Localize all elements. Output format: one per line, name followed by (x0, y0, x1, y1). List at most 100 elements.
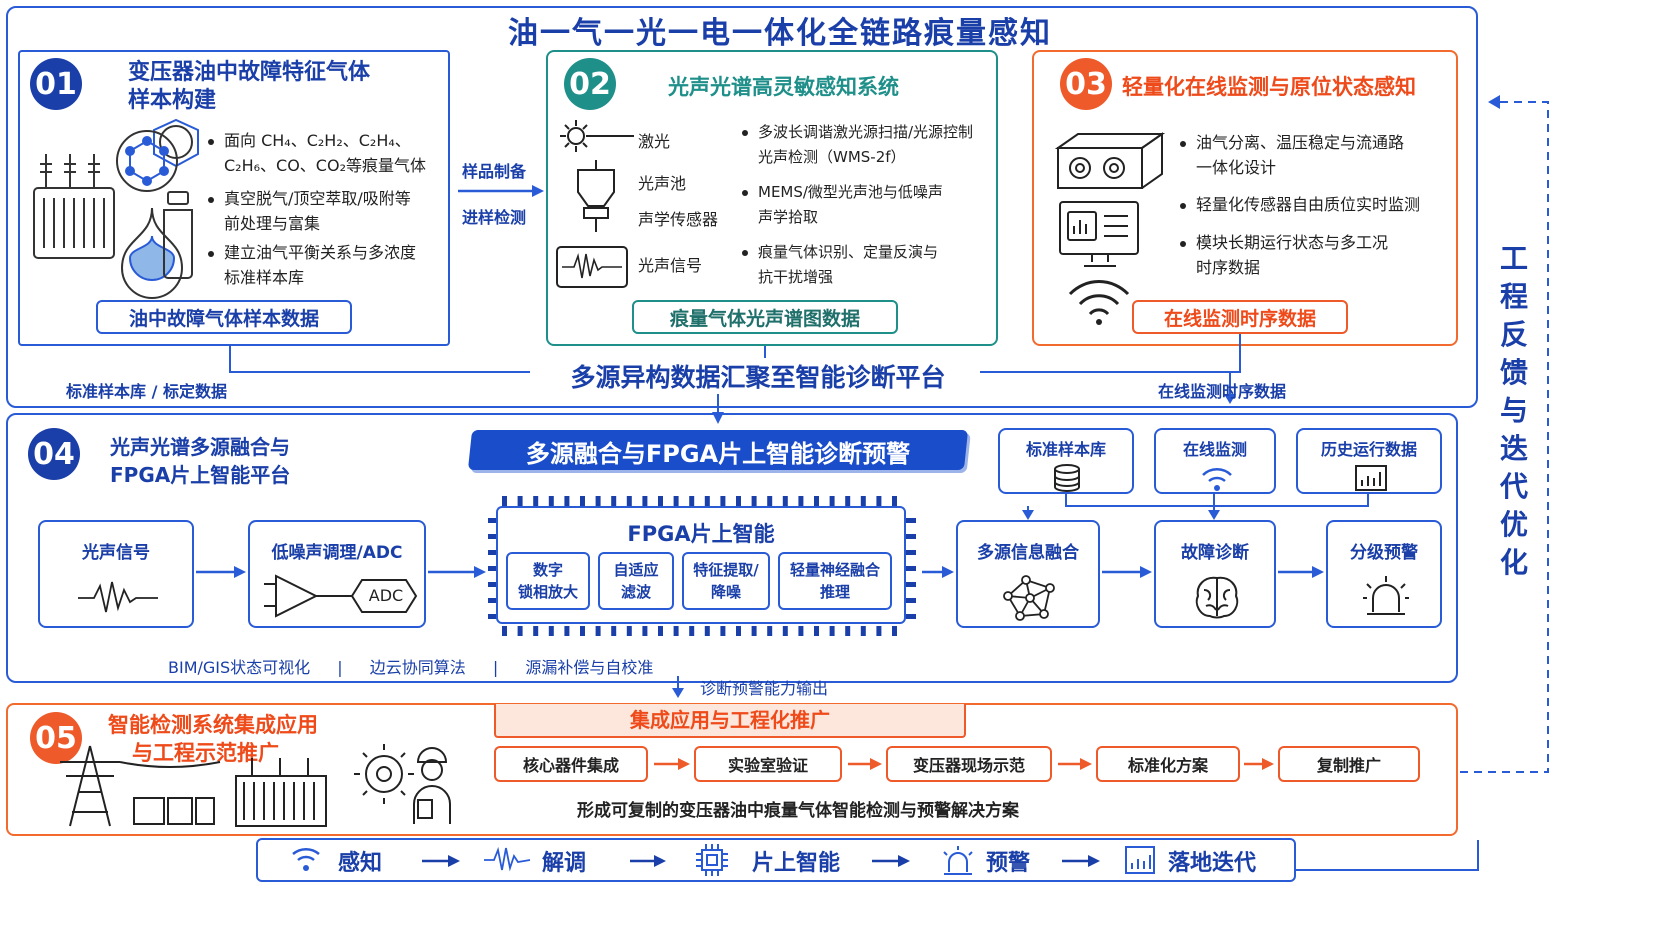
step-lab-verification: 实验室验证 (694, 746, 842, 782)
sec05-title-2: 与工程示范推广 (132, 741, 279, 765)
sec01-output-pill: 油中故障气体样本数据 (96, 300, 352, 334)
photoacoustic-cell-icon (577, 160, 615, 232)
platform-outer-frame (6, 413, 1458, 683)
flow-sense-icon (292, 847, 320, 871)
adc-chip-label: ADC (368, 586, 404, 605)
sec04-banner-text: 多源融合与FPGA片上智能诊断预警 (525, 440, 911, 468)
bar-chart-icon (1355, 465, 1387, 491)
fpga-block-adaptive-filter: 自适应滤波 (598, 552, 674, 610)
flow-demod: 解调 (542, 851, 587, 876)
sec01-bullet-1: 面向 CH₄、C₂H₂、C₂H₄、C₂H₆、CO、CO₂等痕量气体 (208, 128, 448, 178)
sample-bottle-icon (163, 191, 193, 279)
sec03-number: 03 (1060, 58, 1112, 110)
pipeline-adc-label: 低噪声调理/ADC (271, 543, 403, 563)
fpga-title: FPGA片上智能 (627, 522, 775, 546)
network-icon (1003, 575, 1055, 621)
sec05-banner: 集成应用与工程化推广 (494, 704, 966, 738)
flow-onchip: 片上智能 (752, 851, 841, 876)
sec01-bullet-2: 真空脱气/顶空萃取/吸附等前处理与富集 (208, 186, 448, 236)
monitor-dashboard-icon (1059, 201, 1139, 267)
fpga-block-lockin: 数字锁相放大 (506, 552, 590, 610)
flow-iterate-icon (1125, 846, 1155, 874)
footer-sep-1: | (337, 658, 343, 677)
source-standard-library: 标准样本库 (998, 428, 1134, 494)
aggregation-left-label: 标准样本库 / 标定数据 (66, 382, 227, 401)
source-history-data: 历史运行数据 (1296, 428, 1442, 494)
footer-bim-gis: BIM/GIS状态可视化 (168, 658, 311, 677)
pipeline-signal: 光声信号 (38, 520, 194, 628)
pipeline-diagnosis-label: 故障诊断 (1181, 543, 1249, 563)
sec01-bullet-3: 建立油气平衡关系与多浓度标准样本库 (208, 240, 448, 290)
fpga-block-inference: 轻量神经融合推理 (778, 552, 892, 610)
flow-demod-icon (484, 846, 531, 872)
sec02-bullet-2: MEMS/微型光声池与低噪声声学拾取 (742, 180, 992, 230)
gas-molecule-icon (116, 130, 178, 192)
pipeline-warning-label: 分级预警 (1350, 543, 1418, 563)
pipeline-diagnosis: 故障诊断 (1154, 520, 1276, 628)
brain-icon (1195, 576, 1239, 619)
main-title: 油一气一光一电一体化全链路痕量感知 (480, 8, 1080, 52)
fpga-chip-pins (488, 496, 916, 636)
sec02-number: 02 (564, 58, 616, 110)
pipeline-fusion-label: 多源信息融合 (977, 543, 1079, 563)
component-pa-signal: 光声信号 (638, 256, 703, 275)
sec05-title-1: 智能检测系统集成应用 (108, 713, 318, 737)
alarm-light-icon (1363, 576, 1409, 615)
engineer-gear-icon (354, 744, 451, 824)
sec03-bullet-1: 油气分离、温压稳定与流通路一体化设计 (1180, 130, 1450, 180)
sensor-module-icon (1054, 132, 1166, 189)
pipeline-warning: 分级预警 (1326, 520, 1442, 628)
flow-warning: 预警 (986, 851, 1031, 876)
sec03-bullet-2: 轻量化传感器自由质位实时监测 (1180, 192, 1450, 217)
amplifier-adc-icon (264, 574, 418, 618)
sec04-title-2: FPGA片上智能平台 (110, 463, 291, 487)
substation-transformer-icon (235, 758, 327, 827)
pipeline-adc: 低噪声调理/ADC ADC (248, 520, 426, 628)
sec01-title-1: 变压器油中故障特征气体 (128, 60, 371, 85)
bottom-flow-bar (256, 838, 1296, 882)
component-pa-cell: 光声池 (638, 174, 687, 193)
arrow-12 (458, 185, 544, 197)
sec01-panel (18, 50, 450, 346)
source-history-data-label: 历史运行数据 (1320, 440, 1417, 459)
sec04-output-label: 诊断预警能力输出 (700, 679, 829, 698)
component-acoustic-sensor: 声学传感器 (638, 210, 719, 229)
flow-sense: 感知 (338, 851, 383, 876)
sec04-title-1: 光声光谱多源融合与 (110, 435, 290, 459)
laser-icon (560, 120, 634, 152)
source-online-monitoring: 在线监测 (1154, 428, 1276, 494)
flow-landing: 落地迭代 (1168, 851, 1257, 876)
sec01-title-2: 样本构建 (128, 88, 217, 113)
sec05-summary: 形成可复制的变压器油中痕量气体智能检测与预警解决方案 (577, 801, 1019, 821)
sec04-footer: BIM/GIS状态可视化 | 边云协同算法 | 源漏补偿与自校准 (168, 654, 653, 678)
sec02-panel (546, 50, 998, 346)
side-label-feedback: 工 程 反 馈 与 迭 代 优 化 (1499, 242, 1528, 579)
waveform-icon (78, 581, 158, 613)
sec03-title: 轻量化在线监测与原位状态感知 (1122, 75, 1416, 99)
source-online-monitoring-label: 在线监测 (1182, 440, 1247, 459)
sec02-output-pill: 痕量气体光声谱图数据 (632, 300, 898, 334)
arrow-12-bottom-label: 进样检测 (462, 208, 527, 227)
step-core-device: 核心器件集成 (494, 746, 648, 782)
footer-sep-2: | (492, 658, 499, 677)
pipeline-signal-label: 光声信号 (82, 543, 150, 563)
flow-alarm-icon (943, 846, 973, 875)
arrow-12-top-label: 样品制备 (462, 162, 527, 181)
output-arrow (672, 676, 684, 698)
source-standard-library-label: 标准样本库 (1025, 440, 1106, 459)
step-field-demo: 变压器现场示范 (886, 746, 1052, 782)
aggregation-title: 多源异构数据汇聚至智能诊断平台 (540, 358, 976, 394)
sec03-bullet-3: 模块长期运行状态与多工况时序数据 (1180, 230, 1450, 280)
component-laser: 激光 (638, 132, 671, 151)
flow-chip-icon (696, 844, 728, 876)
sec03-panel (1032, 50, 1458, 346)
top-outer-frame (6, 6, 1478, 408)
aggregation-right-label: 在线监测时序数据 (1158, 382, 1287, 401)
pipeline-fusion: 多源信息融合 (956, 520, 1100, 628)
pa-signal-icon (556, 246, 628, 288)
sec02-bullet-1: 多波长调谐激光源扫描/光源控制光声检测（WMS-2f） (742, 120, 992, 170)
